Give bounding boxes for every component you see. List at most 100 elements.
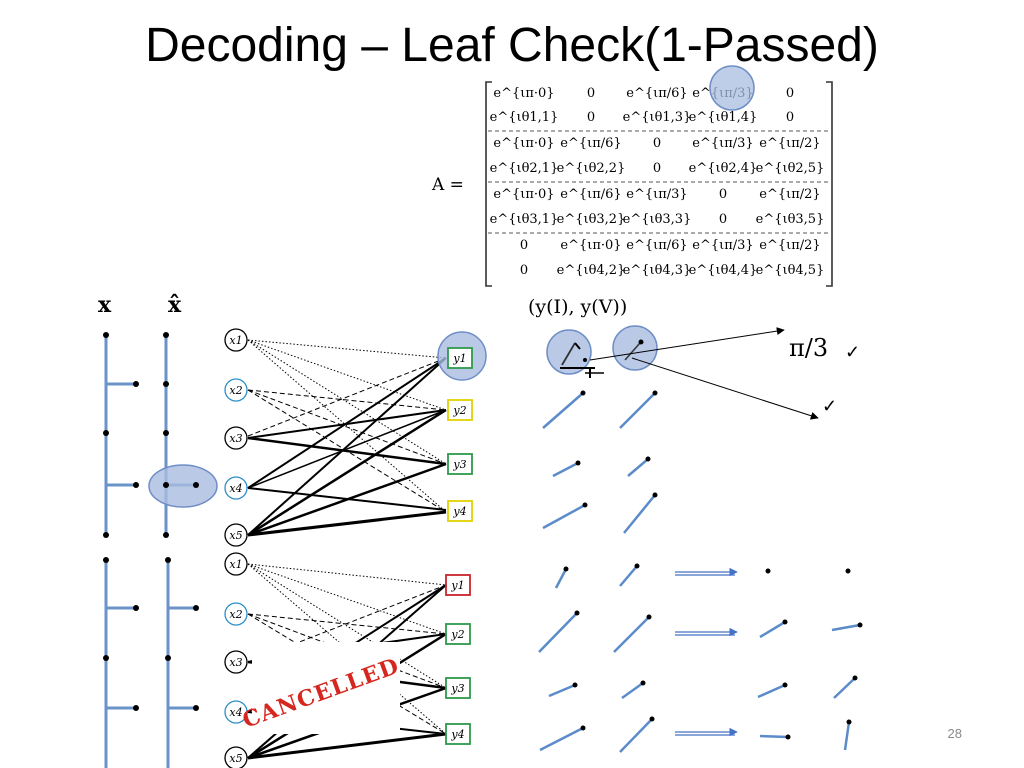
matrix-cell: e^{ιθ2,5}: [756, 161, 825, 176]
x-node-circle: [224, 552, 248, 576]
y-node-label: y2: [450, 628, 464, 641]
tree-xhat-bottom-nodes: [165, 557, 199, 711]
tree-x-top: [104, 335, 136, 535]
phase-lines-top: [542, 392, 656, 534]
x-label: x: [98, 292, 112, 318]
x-node-circle: [224, 650, 248, 674]
slide-title: Decoding – Leaf Check(1-Passed): [145, 19, 879, 72]
matrix-cell: 0: [653, 136, 661, 151]
y-node-label: y3: [452, 458, 466, 471]
phase-dots-bottom: [563, 563, 863, 740]
matrix-cell: e^{ιθ4,4}: [689, 263, 758, 278]
phase-glyph-highlighted: [560, 339, 644, 378]
x-node-circle: [224, 378, 248, 402]
matrix-cell: e^{ιπ/6}: [626, 238, 687, 253]
matrix-cell: e^{ιπ·0}: [560, 238, 621, 253]
y-node-label: y3: [450, 682, 464, 695]
x-node-label: x2: [229, 608, 242, 621]
x-node-label: x3: [229, 656, 242, 669]
matrix-cell: e^{ιπ/2}: [759, 238, 820, 253]
y-node-box: [447, 347, 473, 369]
matrix-entry-highlight: [709, 65, 755, 111]
check-mark-1: ✓: [845, 342, 860, 363]
matrix-cell: e^{ιθ4,3}: [623, 263, 692, 278]
x-node-circle: [224, 328, 248, 352]
x-node-circle: [224, 746, 248, 768]
matrix-cell: e^{ιθ2,4}: [689, 161, 758, 176]
x-node-label: x1: [229, 558, 242, 571]
arrow-to-check: [631, 357, 819, 420]
matrix-right-bracket: [826, 81, 833, 287]
matrix-cell: e^{ιπ/3}: [692, 238, 753, 253]
matrix-left-bracket: [485, 81, 492, 287]
page-number: 28: [947, 726, 962, 741]
leaf-highlight: [148, 464, 218, 508]
matrix-cell: e^{ιθ2,2}: [557, 161, 626, 176]
matrix-cell: 0: [653, 161, 661, 176]
matrix-cell: e^{ιπ/3}: [626, 187, 687, 202]
x-hat-label: x̂: [168, 292, 182, 318]
pi-over-3-label: π/3: [789, 334, 828, 362]
matrix-cell: e^{ιπ/6}: [560, 136, 621, 151]
matrix-cell: e^{ιθ2,1}: [490, 161, 559, 176]
x-node-circle: [224, 476, 248, 500]
matrix-equation: A = e^{ιπ·0} 0 e^{ιπ/6} e^{ιπ/3} 0 e^{ιθ1,1} 0…: [431, 65, 833, 287]
x-node-circle: [224, 426, 248, 450]
matrix-label: A =: [431, 175, 464, 195]
matrix-cell: e^{ιπ/2}: [759, 136, 820, 151]
matrix-cell: e^{ιπ·0}: [493, 187, 554, 202]
matrix-cell: 0: [719, 212, 727, 227]
x-node-label: x3: [229, 432, 242, 445]
matrix-cell: e^{ιπ·0}: [493, 86, 554, 101]
tree-xhat-top-nodes: [163, 332, 199, 538]
y-node-box: [445, 723, 471, 745]
matrix-cell: 0: [520, 238, 528, 253]
transition-arrows: [675, 567, 738, 737]
y-node-label: y4: [452, 505, 466, 518]
y-node-label: y4: [450, 728, 464, 741]
x-node-label: x5: [229, 529, 242, 542]
graph-top-edges: [247, 339, 447, 537]
y-node-label: y1: [452, 352, 466, 365]
matrix-cell: e^{ιπ/2}: [759, 187, 820, 202]
matrix-cell: e^{ιπ/3}: [692, 136, 753, 151]
y-node-label: y2: [452, 404, 466, 417]
y-node-box: [445, 623, 471, 645]
y-node-box: [447, 399, 473, 421]
matrix-cell: 0: [520, 263, 528, 278]
x-node-circle: [224, 700, 248, 724]
matrix-cell: 0: [587, 110, 595, 125]
y-node-box: [447, 500, 473, 522]
matrix-cell: e^{ιθ3,5}: [756, 212, 825, 227]
matrix-cell: e^{ιθ3,2}: [557, 212, 626, 227]
x-node-circle: [224, 523, 248, 547]
matrix-cell: e^{ιθ1,1}: [490, 110, 559, 125]
matrix-cells: e^{ιπ·0} 0 e^{ιπ/6} e^{ιπ/3} 0 e^{ιθ1,1} 0 e^{ι…: [490, 86, 825, 278]
matrix-cell: e^{ιθ1,3}: [623, 110, 692, 125]
matrix-cell: e^{ιπ·0}: [493, 136, 554, 151]
matrix-cell: 0: [786, 86, 794, 101]
phase-dots-top: [575, 390, 658, 508]
y-node-label: y1: [450, 579, 464, 592]
tree-x-top-nodes: [103, 332, 139, 538]
matrix-cell: e^{ιπ/6}: [626, 86, 687, 101]
y-node-box: [445, 574, 471, 596]
matrix-cell: e^{ιθ3,3}: [623, 212, 692, 227]
y-node-box: [445, 677, 471, 699]
x-node-label: x4: [229, 482, 242, 495]
tree-x-bottom: [104, 560, 136, 768]
x-node-label: x5: [229, 752, 242, 765]
x-node-label: x2: [229, 384, 242, 397]
arrow-to-pi3: [589, 327, 785, 361]
phase-lines-bottom: [538, 565, 861, 753]
matrix-cell: e^{ιθ1,4}: [689, 110, 758, 125]
matrix-cell: e^{ιθ3,1}: [490, 212, 559, 227]
y-node-box: [447, 453, 473, 475]
tree-xhat-bottom: [166, 560, 196, 768]
tree-x-bottom-nodes: [103, 557, 139, 711]
x-node-label: x1: [229, 334, 242, 347]
x-node-label: x4: [229, 706, 242, 719]
matrix-cell: e^{ιθ4,2}: [557, 263, 626, 278]
matrix-cell: e^{ιπ/6}: [560, 187, 621, 202]
